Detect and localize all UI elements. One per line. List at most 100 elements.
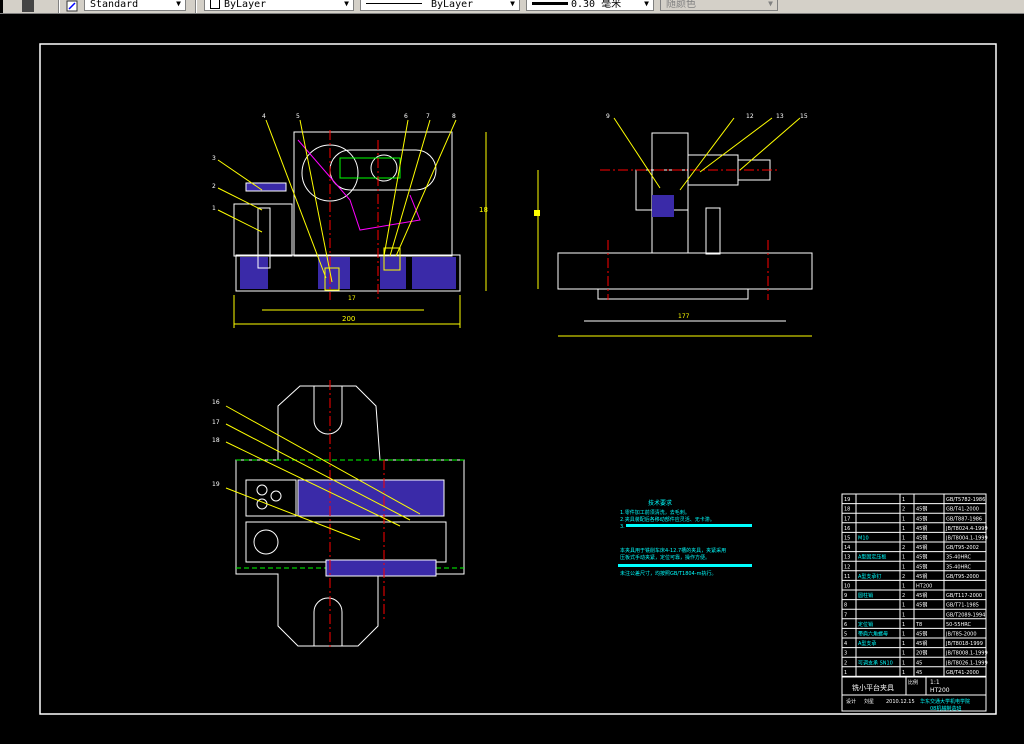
lineweight-value: 0.30 毫米 [571,0,622,10]
leader-label-2: 2 [212,183,216,190]
bom-standard: GB/T2089-1994 [946,612,985,618]
bom-qty: 1 [902,603,905,609]
title-block-class: 08机械制造班 [930,705,961,712]
drawing-canvas[interactable]: 200 18 17 4 5 6 7 8 3 2 1 177 [0,14,1024,740]
plan-outline [235,385,465,647]
leader-label-17: 17 [212,419,220,426]
plan-bolt-head [253,529,279,555]
front-dim-width: 200 [342,315,355,323]
bom-qty: 1 [902,632,905,638]
leader-label-13: 13 [776,113,784,120]
front-upright [293,131,453,257]
leader-label-7: 7 [426,113,430,120]
title-block-school: 华东交通大学机电学院 [920,698,970,705]
bom-standard: GB/T117-2000 [946,593,982,599]
leader-line-12 [679,117,735,191]
plan-hole-2 [270,490,282,502]
bom-qty: 2 [902,507,905,513]
bom-material: 45 [916,670,922,676]
color-combo[interactable]: ByLayer ▼ [204,0,354,11]
bom-name: 可调支承 SN10 [858,659,893,666]
cad-drawing: 200 18 17 4 5 6 7 8 3 2 1 177 [39,43,997,715]
front-hatch-left [240,257,268,289]
chevron-down-icon[interactable]: ▼ [344,0,349,8]
bom-name: A型支承钉 [858,573,881,580]
bom-standard: 35-40HRC [946,555,972,561]
bom-material: 45钢 [916,554,927,561]
leader-line-8 [395,119,457,257]
chevron-down-icon[interactable]: ▼ [644,0,649,8]
bom-standard: GB/T71-1985 [946,603,979,609]
title-block-scale-label: 比例 [908,679,918,686]
notes-line-1: 1.零件加工前须清洗，去毛刺。 [620,509,690,516]
linetype-value: ByLayer [431,0,474,10]
notes-title: 技术要求 [648,499,672,507]
bom-qty: 1 [902,612,905,618]
front-clamp-hole [370,154,398,182]
leader-label-6: 6 [404,113,408,120]
leader-line-7 [389,119,431,257]
leader-line-3 [217,159,263,191]
lineweight-preview [532,2,568,5]
linetype-combo[interactable]: ByLayer ▼ [360,0,520,11]
front-left-block [233,203,293,257]
bom-number: 14 [844,545,850,551]
drawing-frame [39,43,997,715]
chevron-down-icon[interactable]: ▼ [176,0,181,8]
leader-label-1: 1 [212,205,216,212]
bom-number: 17 [844,516,850,522]
bom-number: 6 [844,622,847,628]
leader-line-2 [217,187,263,211]
side-base-foot [597,288,749,300]
text-style-value: Standard [90,0,139,10]
front-view: 200 18 17 4 5 6 7 8 3 2 1 [212,113,488,328]
notes-line-2: 2.夹具装配后各移动部件应灵活、无卡滞。 [620,516,715,523]
front-dim-small: 17 [348,295,356,302]
bom-number: 12 [844,564,850,570]
bom-material: 45钢 [916,602,927,609]
leader-line-1 [217,209,263,233]
text-style-icon[interactable] [66,0,78,12]
bom-material: 20钢 [916,650,927,657]
front-dim-height: 18 [479,206,488,214]
bom-qty: 1 [902,651,905,657]
plan-hole-1 [256,484,268,496]
leader-label-4: 4 [262,113,266,120]
layer-icon[interactable] [22,0,34,12]
bom-material: 45钢 [916,563,927,570]
front-hatch-mid [318,257,350,289]
bom-standard: GB/T95-2000 [946,574,979,580]
text-style-combo[interactable]: Standard ▼ [84,0,186,11]
bom-material: 45钢 [916,506,927,513]
bom-name: 带肩六角螺母 [858,631,888,638]
bom-number: 8 [844,603,847,609]
chevron-down-icon[interactable]: ▼ [768,0,773,8]
leader-label-3: 3 [212,155,216,162]
title-block-material: HT200 [930,687,950,694]
bom-material: 45钢 [916,525,927,532]
bom-standard: GB/T5782-1986 [946,497,985,503]
bom-qty: 1 [902,670,905,676]
leader-label-12: 12 [746,113,754,120]
plan-top-slot [313,386,343,435]
plot-style-combo[interactable]: 随颜色 ▼ [660,0,778,11]
chevron-down-icon[interactable]: ▼ [510,0,515,8]
bom-number: 11 [844,574,850,580]
bom-qty: 2 [902,545,905,551]
color-swatch-icon [210,0,220,9]
front-screw [245,182,287,192]
title-block: 铣小平台夹具 比例 1:1 HT200 设计 刘星 2010.12.15 华东交… [841,676,987,712]
bom-number: 3 [844,651,847,657]
plan-base-block [245,521,447,563]
leader-line-16 [225,405,421,515]
bom-standard: JB/T85-2000 [945,632,977,638]
linetype-preview [366,3,422,4]
lineweight-combo[interactable]: 0.30 毫米 ▼ [526,0,654,11]
front-support-post [257,207,271,269]
plan-screw [325,559,437,577]
bom-standard: GB/T95-2002 [946,545,979,551]
leader-line-18 [225,441,401,527]
notes-para1-2: 压板式手动夹紧，定位可靠，操作方便。 [620,554,710,561]
title-block-designer: 刘星 [864,698,874,705]
bom-number: 2 [844,660,847,666]
